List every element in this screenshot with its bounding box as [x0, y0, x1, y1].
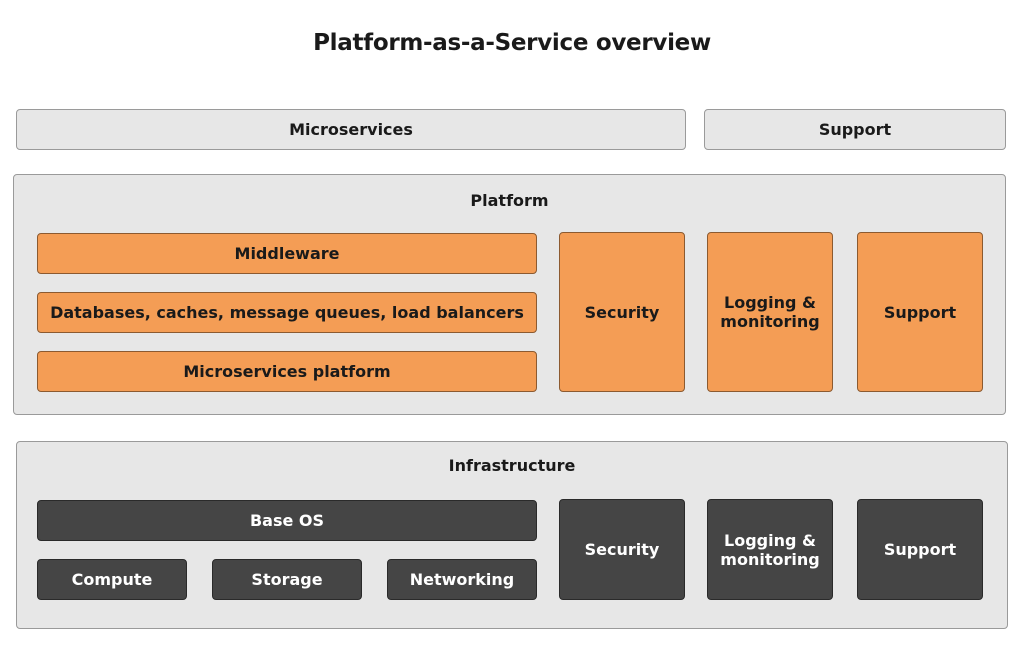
- microservices-platform-label: Microservices platform: [183, 362, 391, 381]
- middleware-box: Middleware: [37, 233, 537, 274]
- support-top-label: Support: [818, 120, 892, 139]
- microservices-platform-box: Microservices platform: [37, 351, 537, 392]
- platform-logging-box: Logging & monitoring: [707, 232, 833, 392]
- networking-box: Networking: [387, 559, 537, 600]
- infrastructure-logging-label: Logging & monitoring: [720, 530, 820, 569]
- platform-support-box: Support: [857, 232, 983, 392]
- microservices-box: Microservices: [16, 109, 686, 150]
- databases-label: Databases, caches, message queues, load …: [50, 303, 524, 322]
- platform-security-box: Security: [559, 232, 685, 392]
- infrastructure-support-box: Support: [857, 499, 983, 600]
- databases-box: Databases, caches, message queues, load …: [37, 292, 537, 333]
- infrastructure-logging-box: Logging & monitoring: [707, 499, 833, 600]
- storage-box: Storage: [212, 559, 362, 600]
- infrastructure-security-box: Security: [559, 499, 685, 600]
- infrastructure-support-label: Support: [883, 540, 957, 559]
- compute-label: Compute: [71, 570, 153, 589]
- middleware-label: Middleware: [234, 244, 340, 263]
- infrastructure-security-label: Security: [584, 540, 660, 559]
- platform-logging-label: Logging & monitoring: [720, 293, 820, 331]
- diagram-title: Platform-as-a-Service overview: [313, 30, 711, 56]
- networking-label: Networking: [409, 570, 515, 589]
- infrastructure-label: Infrastructure: [448, 456, 576, 475]
- microservices-label: Microservices: [289, 120, 413, 139]
- base-os-label: Base OS: [249, 511, 325, 530]
- base-os-box: Base OS: [37, 500, 537, 541]
- platform-support-label: Support: [883, 302, 957, 322]
- platform-security-label: Security: [584, 302, 660, 322]
- compute-box: Compute: [37, 559, 187, 600]
- support-top-box: Support: [704, 109, 1006, 150]
- storage-label: Storage: [251, 570, 323, 589]
- platform-label: Platform: [470, 191, 549, 210]
